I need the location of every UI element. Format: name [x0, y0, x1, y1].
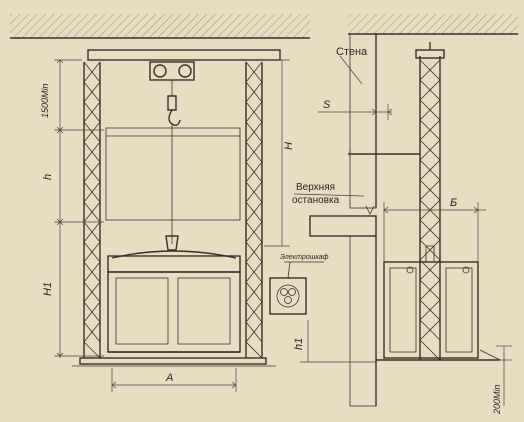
side-floor — [376, 349, 501, 361]
upper-stop-label-1: Верхняя — [296, 182, 335, 193]
switch-box-label: Электрошкаф — [280, 254, 329, 261]
B-dimension — [383, 202, 486, 262]
winch — [149, 61, 195, 127]
clearance-dimension-label: 1500Min — [40, 83, 50, 118]
pit-dimension-label: 200Min — [492, 384, 502, 415]
cabin-upper — [105, 124, 241, 244]
h1-dimension — [300, 320, 376, 363]
right-mast — [245, 61, 263, 359]
B-dimension-label: Б — [450, 197, 457, 209]
upper-stop-leader — [293, 193, 365, 197]
h-dimension-label: h — [42, 174, 54, 180]
wall — [349, 33, 377, 407]
upper-stop-label-2: остановка — [292, 195, 340, 206]
ceiling-left — [10, 14, 310, 39]
S-dimension — [318, 104, 393, 120]
wall-label: Стена — [336, 46, 368, 58]
upper-landing-slab — [309, 205, 377, 237]
base-frame — [72, 357, 276, 367]
side-view — [293, 33, 512, 407]
S-dimension-label: S — [323, 99, 331, 111]
top-beam — [87, 49, 281, 61]
cabin-lower — [107, 235, 241, 353]
wall-tie — [348, 150, 420, 158]
wall-leader — [339, 55, 363, 85]
h1-dimension-label: h1 — [293, 338, 305, 350]
front-view — [54, 49, 324, 392]
left-mast — [83, 61, 101, 359]
H-dimension — [264, 59, 290, 247]
left-dimensions — [54, 59, 104, 358]
H1-dimension-label: H1 — [42, 282, 54, 296]
ceiling-right — [348, 14, 518, 35]
side-cabin — [383, 245, 479, 359]
side-mast — [415, 42, 445, 361]
H-dimension-label: H — [283, 142, 295, 150]
A-dimension-label: A — [165, 372, 173, 384]
A-dimension — [111, 368, 237, 392]
switch-box — [269, 261, 324, 315]
pit-dimension — [496, 345, 512, 406]
